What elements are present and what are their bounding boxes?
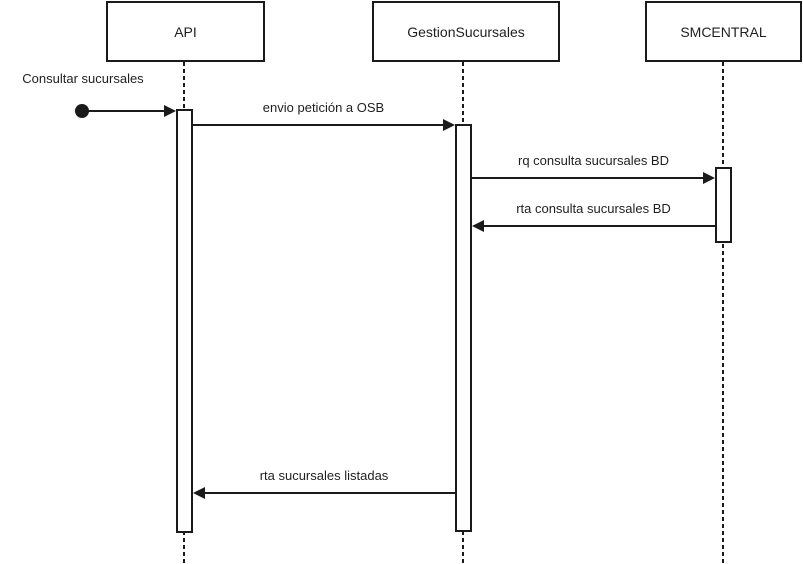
message-label: rq consulta sucursales BD (517, 153, 669, 168)
arrow-line (192, 124, 444, 126)
actor-label-smcentral: SMCENTRAL (680, 23, 767, 40)
message-rta-sucursales: rta sucursales listadas (193, 468, 455, 506)
message-label: rta consulta sucursales BD (516, 201, 671, 216)
actor-box-smcentral: SMCENTRAL (645, 1, 802, 62)
start-message-label: Consultar sucursales (22, 71, 144, 86)
arrowhead-right-icon (164, 105, 176, 117)
arrowhead-right-icon (443, 119, 455, 131)
lifeline-smcentral (722, 62, 724, 564)
start-arrow-line (88, 110, 165, 112)
start-node-icon (75, 104, 89, 118)
message-label: envio petición a OSB (262, 100, 385, 115)
arrowhead-left-icon (193, 487, 205, 499)
arrow-line (204, 492, 455, 494)
message-envio-peticion: envio petición a OSB (192, 100, 455, 138)
activation-bar-api (176, 109, 193, 533)
message-rq-consulta: rq consulta sucursales BD (472, 153, 715, 191)
activation-bar-smcentral (715, 167, 732, 243)
activation-bar-gestionsucursales (455, 124, 472, 532)
arrow-line (483, 225, 715, 227)
actor-box-gestionsucursales: GestionSucursales (372, 1, 560, 62)
message-rta-consulta: rta consulta sucursales BD (472, 201, 715, 239)
message-label: rta sucursales listadas (259, 468, 389, 483)
actor-box-api: API (106, 1, 265, 62)
arrowhead-left-icon (472, 220, 484, 232)
arrowhead-right-icon (703, 172, 715, 184)
arrow-line (472, 177, 704, 179)
actor-label-api: API (174, 23, 197, 40)
actor-label-gestionsucursales: GestionSucursales (407, 23, 525, 40)
